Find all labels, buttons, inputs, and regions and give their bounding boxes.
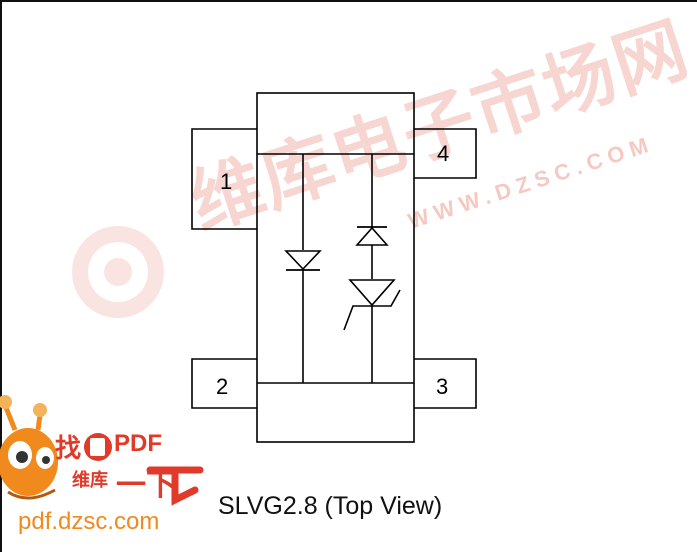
promo-find-text: 找 [55,433,82,463]
promo-action-text: 一下 [116,469,176,502]
watermark-logo [72,226,164,318]
pin-4-label: 4 [437,141,450,166]
mascot-icon [0,395,58,500]
pin-2-label: 2 [216,374,229,399]
diagram-caption: SLVG2.8 (Top View) [218,492,443,520]
left-diode-symbol [284,250,322,271]
pin-3-pad [414,358,477,409]
pin-4-pad [414,128,477,179]
pin-3-label: 3 [436,374,449,399]
pin-1-label: 1 [220,169,233,194]
pdf-badge-icon [84,433,112,461]
package-body [256,92,415,443]
promo-pdf-text: PDF [114,430,162,457]
right-diode-symbol [355,226,389,246]
promo-url-link[interactable]: pdf.dzsc.com [18,508,160,535]
tvs-diode-symbol [343,279,401,331]
pin-2-pad [191,358,257,409]
promo-brand-text: 维库 [72,470,108,490]
down-arrow-icon [146,466,204,506]
pin-1-pad [191,128,257,230]
